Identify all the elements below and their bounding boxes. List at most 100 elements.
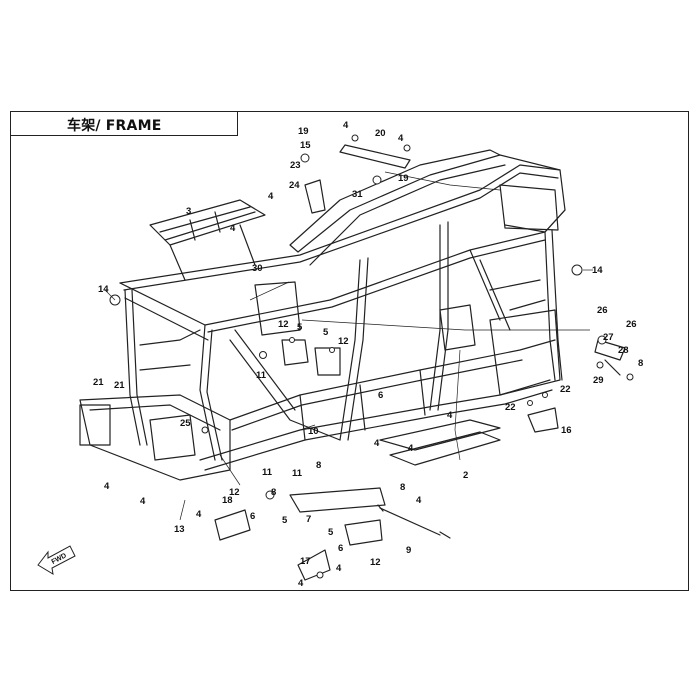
callout-labels: 4 20 4 19 15 23 24 19 31 4 3 4 30 14 14 … bbox=[93, 120, 643, 589]
frame-upper-rail-left bbox=[119, 164, 561, 284]
frame-lower-rail-left bbox=[199, 379, 551, 461]
callout-7: 7 bbox=[306, 514, 311, 525]
bolt-12-a bbox=[289, 337, 295, 343]
frame-rear-lower bbox=[489, 309, 561, 396]
engine-mount-left bbox=[281, 339, 309, 366]
callout-12: 12 bbox=[338, 336, 349, 347]
callout-30: 30 bbox=[252, 263, 263, 274]
callout-4: 4 bbox=[416, 495, 422, 506]
frame-lower-rail-right-2 bbox=[231, 359, 523, 431]
callout-4: 4 bbox=[447, 410, 453, 421]
title-box: 车架/ FRAME bbox=[10, 111, 238, 136]
nut-11-lower bbox=[265, 490, 275, 500]
callout-13: 13 bbox=[174, 524, 185, 535]
callout-17: 17 bbox=[300, 556, 311, 567]
callout-6: 6 bbox=[338, 543, 343, 554]
callout-19: 19 bbox=[298, 126, 309, 137]
bracket-part-6 bbox=[344, 519, 383, 546]
leader-lines bbox=[104, 171, 593, 521]
bracket-part-16 bbox=[527, 407, 559, 433]
bracket-part-7 bbox=[289, 487, 386, 513]
plate-part-20 bbox=[339, 144, 411, 169]
callout-3: 3 bbox=[186, 206, 191, 217]
frame-drawing bbox=[79, 144, 626, 581]
engine-bracket-rear bbox=[439, 304, 476, 351]
frame-rear-brace bbox=[469, 249, 511, 331]
rack-front bbox=[149, 199, 266, 246]
callout-4: 4 bbox=[408, 443, 414, 454]
callout-4: 4 bbox=[398, 133, 404, 144]
bolt-22-b bbox=[542, 392, 548, 398]
callout-9: 9 bbox=[406, 545, 411, 556]
frame-mid-upright-right-2 bbox=[437, 221, 449, 411]
washer-19-top bbox=[300, 153, 310, 163]
rack-front-bars bbox=[159, 206, 256, 241]
callout-8: 8 bbox=[638, 358, 643, 369]
engine-bracket-center bbox=[254, 281, 301, 336]
frame-mid-upright-left-2 bbox=[347, 257, 369, 441]
callout-18: 18 bbox=[222, 495, 233, 506]
callout-11: 11 bbox=[256, 370, 267, 381]
callout-26: 26 bbox=[626, 319, 637, 330]
bolt-25 bbox=[201, 426, 209, 434]
callout-23: 23 bbox=[290, 160, 301, 171]
frame-lower-crossbars bbox=[299, 369, 426, 441]
callout-11: 11 bbox=[292, 468, 303, 479]
diagram-title: 车架/ FRAME bbox=[67, 118, 162, 134]
nut-8-right bbox=[626, 373, 634, 381]
frame-lower-rail-left-2 bbox=[204, 389, 553, 471]
callout-12: 12 bbox=[229, 487, 240, 498]
frame-rear-crossbar bbox=[489, 279, 546, 311]
callout-15: 15 bbox=[300, 140, 311, 151]
callout-26: 26 bbox=[597, 305, 608, 316]
bushing-26 bbox=[597, 335, 607, 345]
callout-5: 5 bbox=[282, 515, 288, 526]
callout-14: 14 bbox=[592, 265, 603, 276]
fwd-arrow-shape bbox=[37, 545, 76, 575]
callout-4: 4 bbox=[104, 481, 110, 492]
callout-24: 24 bbox=[289, 180, 300, 191]
rack-front-legs bbox=[169, 224, 256, 281]
callout-8: 8 bbox=[271, 487, 276, 498]
washer-19-mid bbox=[372, 175, 382, 185]
callout-29: 29 bbox=[593, 375, 604, 386]
bolt-part-9 bbox=[379, 507, 441, 536]
frame-mid-diagonal bbox=[229, 329, 341, 441]
bolt-4-top bbox=[351, 134, 359, 142]
bracket-part-18 bbox=[214, 509, 251, 541]
nut-29 bbox=[596, 361, 604, 369]
callout-2: 2 bbox=[463, 470, 468, 481]
frame-front-brace bbox=[139, 329, 201, 371]
bolt-12-b bbox=[329, 347, 335, 353]
diagram-border bbox=[10, 111, 689, 591]
nut-11-left bbox=[259, 351, 267, 359]
nut-4-lower bbox=[316, 571, 324, 579]
frame-rear-upright bbox=[544, 231, 556, 381]
frame-mid-upright-left bbox=[339, 259, 361, 441]
crossmember-part-2 bbox=[379, 419, 501, 451]
callout-4: 4 bbox=[343, 120, 349, 131]
callout-14: 14 bbox=[98, 284, 109, 295]
bolt-part-9-head bbox=[377, 504, 451, 539]
frame-front-lower bbox=[79, 394, 231, 481]
bolt-22-a bbox=[527, 400, 533, 406]
bracket-part-17 bbox=[297, 549, 331, 581]
callout-22: 22 bbox=[560, 384, 571, 395]
frame-front-mount bbox=[149, 414, 196, 461]
callout-25: 25 bbox=[180, 418, 191, 429]
frame-front-upright-left bbox=[124, 289, 141, 446]
fwd-arrow: FWD bbox=[37, 545, 76, 575]
callout-5: 5 bbox=[297, 322, 303, 333]
callout-10: 10 bbox=[308, 426, 319, 437]
callout-11: 11 bbox=[262, 467, 273, 478]
callout-6: 6 bbox=[250, 511, 255, 522]
callout-12: 12 bbox=[370, 557, 381, 568]
callout-5: 5 bbox=[323, 327, 329, 338]
frame-rear-upper bbox=[499, 154, 566, 233]
frame-mid-upright-right bbox=[429, 224, 441, 411]
callout-12: 12 bbox=[278, 319, 289, 330]
callout-20: 20 bbox=[375, 128, 386, 139]
frame-upper-rail-left-inner bbox=[123, 172, 559, 291]
callout-28: 28 bbox=[618, 345, 629, 356]
